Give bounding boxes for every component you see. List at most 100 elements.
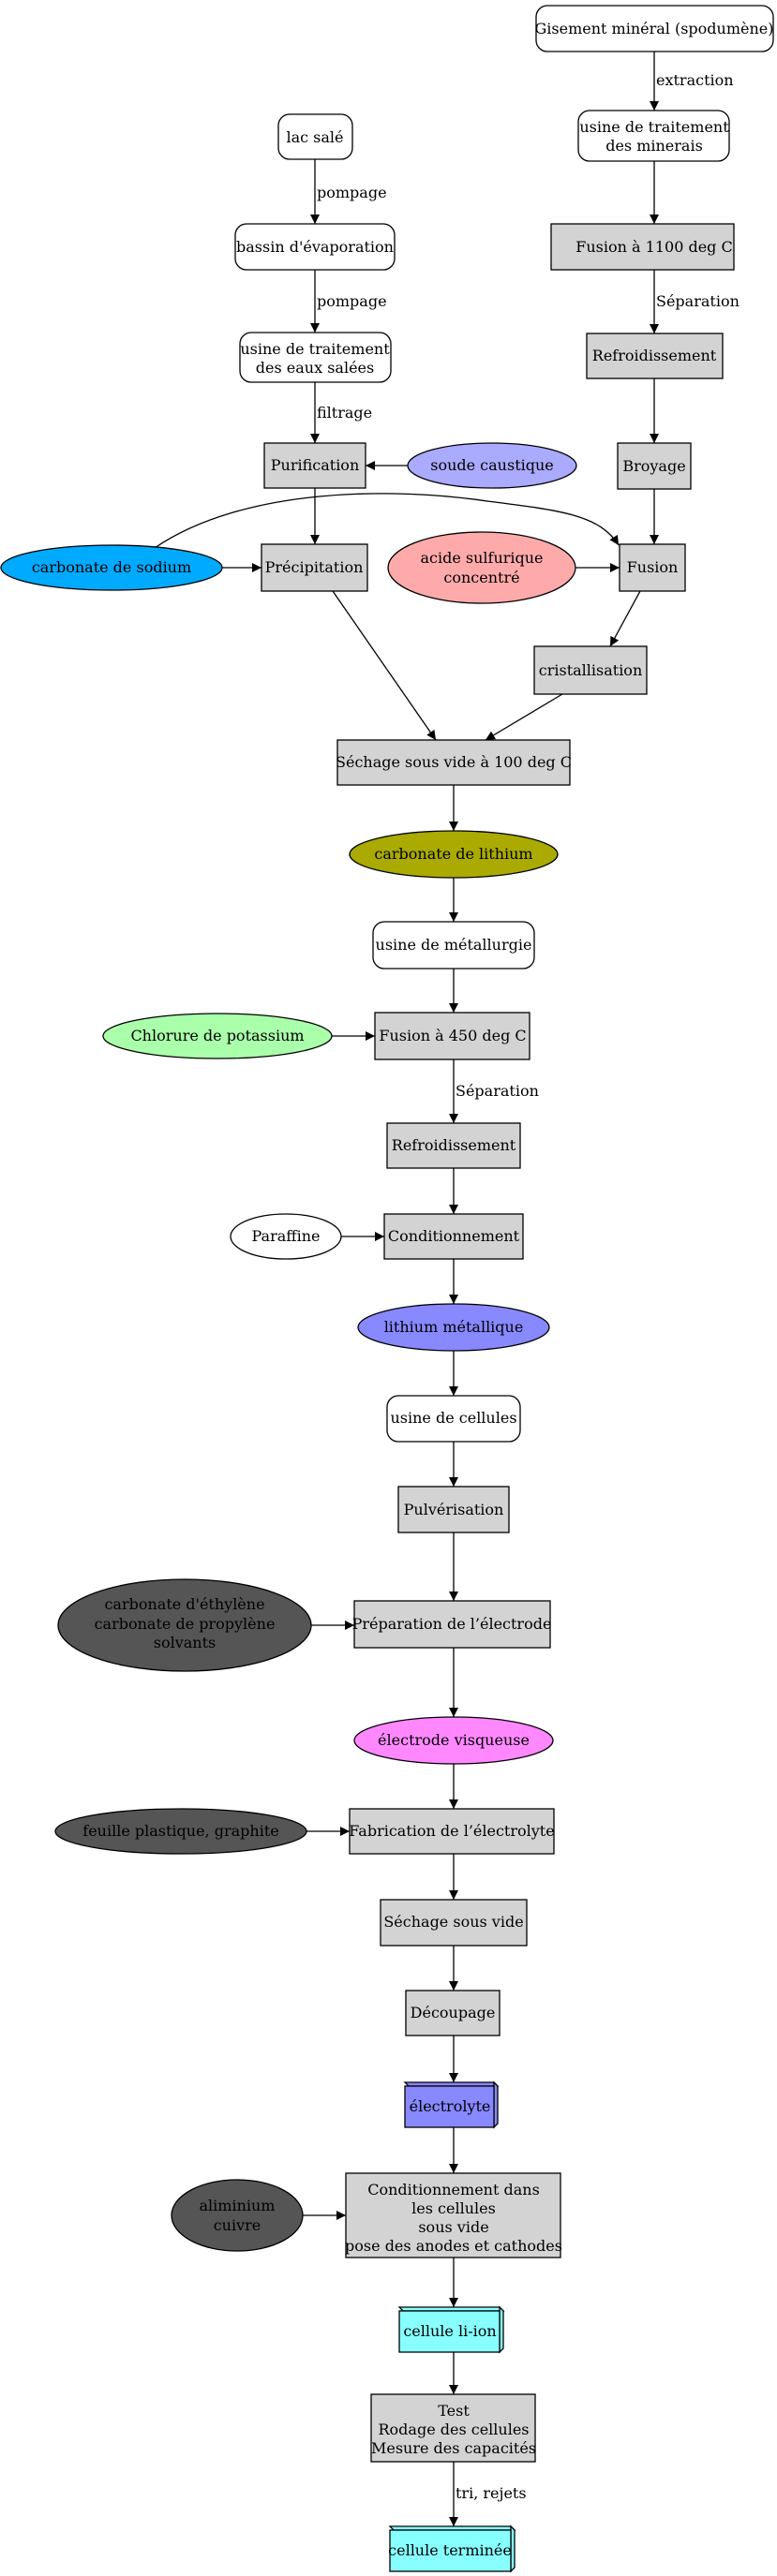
node-refroidissement-2: Refroidissement [386,1122,521,1169]
node-conditionnement-label: Conditionnement [388,1227,520,1245]
node-lithium-metallique-label: lithium métallique [384,1318,524,1336]
node-usine-eaux-line-1: usine de traitement [240,340,390,358]
edge-fusion-cristallisation [609,590,641,647]
node-chlorure-potassium-label: Chlorure de potassium [130,1027,304,1044]
node-solvants-line-2: carbonate de propylène [95,1615,276,1633]
node-decoupage-label: Découpage [411,2004,496,2021]
node-bassin: bassin d'évaporation [234,223,396,271]
node-aluminium: aliminium cuivre [171,2179,304,2252]
node-conditionnement-cellules-line-4: pose des anodes et cathodes [345,2237,562,2255]
node-pulverisation: Pulvérisation [397,1486,510,1533]
node-aluminium-line-2: cuivre [214,2216,261,2234]
node-cristallisation: cristallisation [533,645,648,695]
node-carbonate-sodium-label: carbonate de sodium [32,558,191,576]
node-acide: acide sulfurique concentré [387,531,576,604]
node-paraffine: Paraffine [230,1213,342,1260]
node-usine-metallurgie: usine de métallurgie [372,921,535,970]
node-conditionnement-cellules-line-1: Conditionnement dans [367,2181,540,2198]
node-usine-minerais: usine de traitement des minerais [577,110,730,162]
node-sechage-vide: Séchage sous vide [380,1899,528,1947]
node-electrolyte: électrolyte [403,2080,500,2129]
node-electrolyte-label: électrolyte [410,2097,491,2115]
node-usine-cellules: usine de cellules [386,1395,521,1443]
node-electrode-visqueuse: électrode visqueuse [353,1716,554,1765]
node-lithium-metallique: lithium métallique [357,1303,550,1352]
edge-label-extraction: extraction [656,71,734,89]
node-refroidissement-2-label: Refroidissement [392,1136,516,1154]
node-lac: lac salé [277,113,353,160]
node-purification: Purification [263,442,366,489]
node-conditionnement-cellules-line-2: les cellules [411,2199,496,2217]
edge-carbonate-fusion [154,493,620,549]
node-preparation-electrode-label: Préparation de l’électrode [352,1615,552,1633]
node-usine-eaux: usine de traitement des eaux salées [239,332,392,383]
node-fabrication-electrolyte: Fabrication de l’électrolyte [349,1808,555,1855]
node-sechage-100-label: Séchage sous vide à 100 deg C [336,753,572,771]
node-electrode-visqueuse-label: électrode visqueuse [378,1731,530,1749]
node-cellule-terminee: cellule terminée [388,2524,516,2573]
node-preparation-electrode: Préparation de l’électrode [352,1600,552,1649]
node-feuille: feuille plastique, graphite [54,1808,307,1855]
node-cellule-li-ion-label: cellule li-ion [403,2322,496,2340]
node-purification-label: Purification [271,456,360,474]
node-test: Test Rodage des cellules Mesure des capa… [370,2393,536,2463]
node-fabrication-electrolyte-label: Fabrication de l’électrolyte [349,1822,554,1840]
node-cellule-terminee-label: cellule terminée [388,2541,512,2559]
node-soude-label: soude caustique [430,456,554,474]
edge-label-tri-rejets: tri, rejets [456,2484,527,2502]
node-solvants-line-1: carbonate d'éthylène [104,1595,264,1613]
node-carbonate-lithium: carbonate de lithium [349,830,559,879]
node-fusion: Fusion [619,543,686,592]
node-test-line-2: Rodage des cellules [378,2421,529,2438]
edge-label-separation-2: Séparation [456,1082,539,1100]
edge-labels: extraction Séparation pompage pompage fi… [317,71,740,2502]
edge-precipitation-sechage [332,590,437,741]
node-cellule-li-ion: cellule li-ion [397,2305,505,2354]
node-gisement-label: Gisement minéral (spodumène) [534,20,773,37]
node-decoupage: Découpage [405,1990,501,2036]
edges [154,52,659,2526]
node-precipitation-label: Précipitation [265,558,364,576]
node-refroidissement-1-label: Refroidissement [592,347,717,364]
node-fusion-450: Fusion à 450 deg C [374,1012,530,1060]
node-paraffine-label: Paraffine [251,1227,320,1245]
node-test-line-1: Test [438,2402,470,2420]
node-solvants-line-3: solvants [154,1634,216,1651]
edge-label-pompage-1: pompage [317,184,387,201]
node-pulverisation-label: Pulvérisation [404,1501,504,1518]
node-chlorure-potassium: Chlorure de potassium [102,1013,333,1059]
node-acide-line-1: acide sulfurique [420,549,543,567]
node-fusion-1100-label: Fusion à 1100 deg C [575,238,732,256]
node-soude: soude caustique [407,442,577,489]
edge-cristallisation-sechage [485,693,563,741]
node-fusion-450-label: Fusion à 450 deg C [379,1027,526,1044]
node-conditionnement-cellules: Conditionnement dans les cellules sous v… [345,2172,562,2258]
node-refroidissement-1: Refroidissement [586,333,724,379]
node-sechage-100: Séchage sous vide à 100 deg C [336,739,572,786]
node-acide-line-2: concentré [443,569,519,586]
node-carbonate-sodium: carbonate de sodium [0,544,223,591]
node-test-line-3: Mesure des capacités [371,2439,536,2457]
node-feuille-label: feuille plastique, graphite [82,1822,278,1840]
node-usine-eaux-line-2: des eaux salées [256,359,374,377]
node-cristallisation-label: cristallisation [539,661,643,679]
node-usine-cellules-label: usine de cellules [390,1409,516,1427]
node-lac-label: lac salé [286,128,343,146]
node-broyage: Broyage [617,442,692,490]
node-sechage-vide-label: Séchage sous vide [383,1913,523,1931]
node-carbonate-lithium-label: carbonate de lithium [374,845,532,863]
node-conditionnement-cellules-line-3: sous vide [418,2218,488,2236]
node-precipitation: Précipitation [261,543,368,592]
node-fusion-1100: Fusion à 1100 deg C [550,223,735,271]
node-fusion-label: Fusion [627,558,679,576]
edge-label-filtrage: filtrage [317,404,372,422]
edge-label-separation-1: Séparation [656,292,740,310]
edge-label-pompage-2: pompage [317,292,387,310]
node-conditionnement: Conditionnement [383,1213,524,1260]
node-usine-minerais-line-2: des minerais [605,137,703,155]
node-broyage-label: Broyage [622,457,685,475]
node-solvants: carbonate d'éthylène carbonate de propyl… [57,1578,312,1672]
node-bassin-label: bassin d'évaporation [236,238,394,256]
node-aluminium-line-1: aliminium [200,2197,276,2214]
